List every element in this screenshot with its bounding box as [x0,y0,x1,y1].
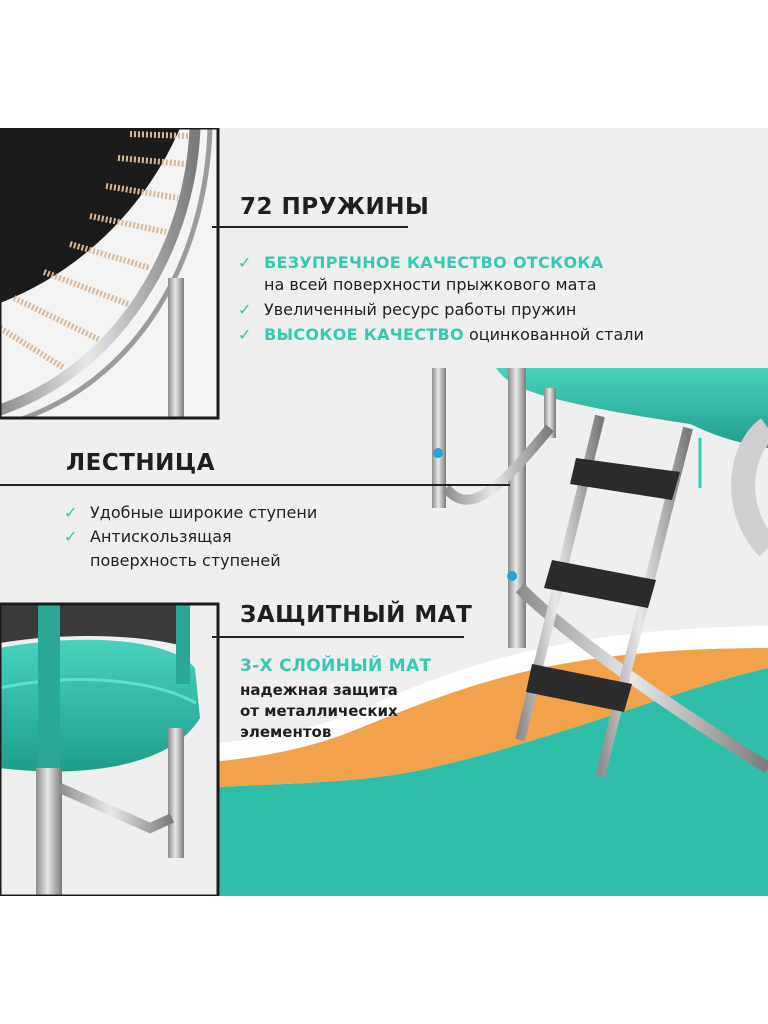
item-text: оцинкованной стали [463,325,644,344]
frame-leg-shape [36,768,62,896]
list-item: ✓ Удобные широкие ступени [64,501,317,525]
mat-closeup [0,604,218,896]
frame-leg-shape [168,278,184,418]
pole-shape [38,604,60,774]
ladder-feature-list: ✓ Удобные широкие ступени ✓ Антискользящ… [64,501,317,573]
trampoline-illustration [0,128,768,896]
trampoline-leg-shape [432,368,446,508]
spring-coils [0,131,189,371]
jump-mat-shape [0,128,180,303]
list-item: ✓ Увеличенный ресурс работы пружин [238,297,644,322]
check-icon: ✓ [64,503,78,522]
item-text: Увеличенный ресурс работы пружин [264,300,577,319]
pole-shape [176,604,190,684]
list-item: на всей поверхности прыжкового мата [238,272,644,297]
check-icon: ✓ [238,325,252,344]
trampoline-leg-shape [508,368,526,648]
trampoline-leg-shape [544,388,556,438]
mat-subtitle: 3-Х СЛОЙНЫЙ МАТ [240,656,432,676]
trampoline-padding-shape [496,368,768,448]
frame-ring-shape [0,128,201,416]
mat-heading-underline [212,636,464,638]
check-icon: ✓ [238,253,252,272]
check-icon: ✓ [238,300,252,319]
mat-description: надежная защита от металлических элемент… [240,681,398,741]
list-item: ✓ ВЫСОКОЕ КАЧЕСТВО оцинкованной стали [238,322,644,347]
ladder-heading-underline [0,484,510,486]
ladder-step-shape [526,664,632,712]
item-text: поверхность ступеней [90,551,281,570]
accent-text: ВЫСОКОЕ КАЧЕСТВО [264,325,464,344]
list-item: ✓ Антискользящая [64,525,317,549]
item-text: на всей поверхности прыжкового мата [264,275,597,294]
mat-heading: ЗАЩИТНЫЙ МАТ [240,602,473,628]
item-text: Антискользящая [90,527,232,546]
frame-leg-shape [168,728,184,858]
list-item: ✓ БЕЗУПРЕЧНОЕ КАЧЕСТВО ОТСКОКА [238,250,644,275]
trampoline-with-ladder [432,368,768,778]
ladder-heading: ЛЕСТНИЦА [66,450,216,476]
springs-closeup-frame [0,128,220,420]
springs-heading-underline [212,226,408,228]
white-wave-shape [0,626,768,778]
mat-closeup-frame [0,602,220,896]
ladder-step-shape [544,560,656,608]
check-icon: ✓ [64,527,78,546]
springs-closeup [0,128,218,418]
springs-feature-list: ✓ БЕЗУПРЕЧНОЕ КАЧЕСТВО ОТСКОКА на всей п… [238,250,644,347]
list-item: поверхность ступеней [64,549,317,573]
infographic-card: 72 ПРУЖИНЫ ✓ БЕЗУПРЕЧНОЕ КАЧЕСТВО ОТСКОК… [0,128,768,896]
springs-heading: 72 ПРУЖИНЫ [240,194,430,220]
accent-text: БЕЗУПРЕЧНОЕ КАЧЕСТВО ОТСКОКА [264,253,604,272]
item-text: Удобные широкие ступени [90,503,318,522]
ladder-step-shape [570,458,680,500]
